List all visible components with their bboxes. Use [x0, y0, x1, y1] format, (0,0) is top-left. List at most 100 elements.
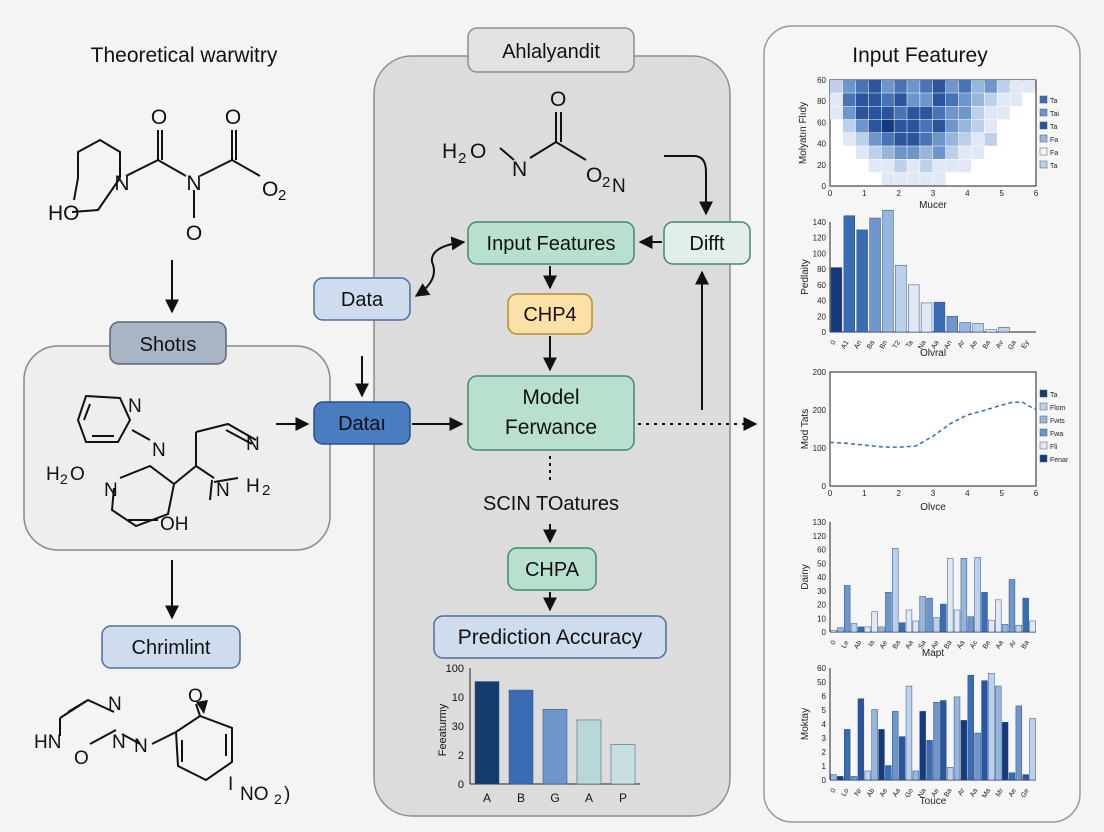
cmol-o-top: O — [550, 88, 566, 111]
bar2-y-tick: 10 — [817, 614, 826, 623]
center-connectors — [276, 155, 758, 612]
model-box[interactable] — [467, 375, 635, 451]
bar2-x-tick: Aa — [956, 639, 966, 650]
heatmap-cell — [830, 106, 843, 120]
line-x-tick: 5 — [999, 489, 1004, 498]
data-mid-box[interactable] — [313, 401, 411, 445]
bar1-x-tick: Ar — [957, 339, 967, 349]
heatmap-cell — [958, 159, 972, 173]
line-y-tick: 200 — [813, 368, 827, 377]
heatmap-cell — [868, 159, 881, 173]
chp4-box[interactable] — [507, 293, 593, 335]
chrimlint-box — [101, 625, 241, 669]
heatmap-cell — [971, 146, 984, 159]
bar3-bar — [1001, 721, 1009, 781]
cbar-bar — [508, 689, 534, 785]
heatmap-cell — [1023, 80, 1036, 93]
bar2-x-tick: Ae — [879, 639, 889, 650]
bar3-bar — [933, 702, 940, 781]
heatmap-cell — [933, 172, 946, 186]
bar3-y-tick: 5 — [822, 706, 827, 715]
heatmap-cell — [945, 159, 959, 173]
bar3-y-tick: 60 — [817, 664, 826, 673]
heatmap-cell — [945, 80, 959, 93]
prediction-box[interactable] — [433, 615, 667, 659]
bar1-x-tick: Ae — [969, 339, 979, 350]
heatmap-y-tick: 80 — [817, 97, 826, 106]
bar2-bar — [926, 597, 933, 633]
line-legend-swatch — [1039, 415, 1048, 424]
bar3-bar — [1008, 772, 1016, 781]
bar1-y-tick: 40 — [817, 297, 826, 306]
bar1-x-tick: Av — [995, 339, 1005, 350]
bar1-x-tick: 0 — [830, 339, 838, 346]
line-y-tick: 100 — [813, 444, 827, 453]
bar3-bar — [843, 729, 851, 781]
line-x-tick: 4 — [965, 489, 970, 498]
bar2-bar — [967, 616, 974, 633]
bar3-bar — [850, 776, 858, 781]
bar3-y-tick: 6 — [822, 692, 827, 701]
bar1-bar — [830, 267, 843, 333]
arrow-datatop-input — [414, 236, 466, 297]
cbar-x-tick: A — [585, 791, 593, 805]
line-x-tick: 3 — [931, 489, 936, 498]
bar3-bar — [905, 685, 913, 781]
heatmap-cell — [997, 80, 1010, 93]
bar2-y-tick: 40 — [817, 573, 826, 582]
line-x-tick: 6 — [1034, 489, 1039, 498]
mol2-h2o-o: O — [70, 464, 85, 485]
heatmap-cell — [933, 93, 946, 106]
heatmap-cell — [830, 93, 843, 106]
difft-box[interactable] — [663, 221, 751, 265]
heatmap-cell — [894, 159, 907, 173]
mol1-o-sub: O — [262, 178, 278, 201]
bar2-bar — [1008, 579, 1016, 633]
bar1-ylabel: Pedlaity — [800, 259, 811, 295]
bar2-x-tick: Ba — [1021, 639, 1031, 650]
heatmap-cell — [894, 133, 907, 146]
heatmap-cell — [971, 133, 984, 146]
bar3-bar — [864, 770, 871, 781]
heatmap-cell — [868, 80, 881, 93]
bar3-bar — [953, 696, 961, 781]
heatmap-cell — [920, 159, 933, 173]
shots-label: Shotıs — [140, 334, 197, 356]
heatmap-cell — [868, 133, 881, 146]
cbar-bar — [576, 719, 602, 785]
heatmap-cell — [855, 93, 869, 106]
bar3-bar — [988, 673, 995, 781]
mol3-o-top: O — [188, 686, 203, 707]
heatmap-cell — [881, 172, 894, 186]
data-top-box[interactable] — [313, 277, 411, 321]
center-molecule-labels: H 2 O N O O 2 N — [442, 88, 626, 197]
heatmap-cell — [894, 119, 907, 133]
bar3-bar — [946, 767, 954, 781]
heatmap-cell — [958, 106, 972, 120]
line-legend-label: Fenar — [1050, 457, 1069, 464]
input-features-label: Input Features — [487, 233, 616, 255]
mol3-i: I — [228, 774, 233, 795]
bar3-x-tick: 0 — [830, 787, 838, 794]
bar2-x-tick: Ar — [1008, 639, 1018, 649]
chpa-box[interactable] — [507, 547, 597, 591]
mol3-n2: N — [112, 732, 126, 753]
mol1-o1: O — [151, 106, 167, 129]
input-features-box[interactable] — [467, 221, 635, 265]
bar1-bar — [843, 215, 855, 333]
heatmap-cell — [958, 93, 972, 106]
bar1-x-tick: T2 — [892, 339, 902, 350]
molecule-3-labels: N N HN O N O I NO 2 ) — [34, 686, 290, 807]
cbar-bar — [474, 681, 500, 785]
chrimlint-label: Chrimlint — [132, 637, 211, 659]
heatmap-cell — [933, 80, 946, 93]
line-legend-swatch — [1039, 428, 1048, 437]
bar1-x-tick: Ta — [905, 339, 915, 349]
difft-label: Difft — [689, 233, 725, 255]
bar2-x-tick: 0 — [830, 639, 838, 646]
bar2-bar — [864, 626, 871, 633]
heatmap-y-tick: 0 — [822, 182, 827, 191]
